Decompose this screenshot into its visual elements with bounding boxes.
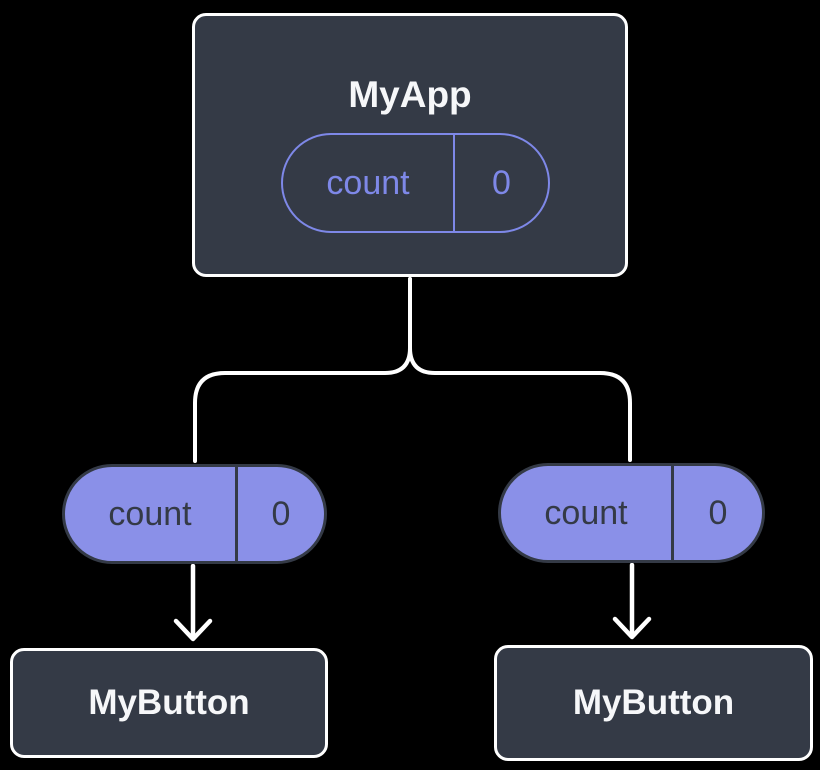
right-branch-line (408, 277, 632, 462)
left-arrowhead-icon (173, 618, 213, 642)
left-prop-pill: count 0 (62, 464, 327, 564)
node-myapp: MyApp count 0 (192, 13, 628, 277)
right-arrowhead-icon (612, 616, 652, 640)
node-mybutton-right: MyButton (494, 645, 813, 761)
pill-divider (235, 467, 238, 561)
node-mybutton-label: MyButton (572, 683, 735, 722)
pill-divider (453, 135, 455, 231)
state-name-label: count (326, 164, 410, 202)
state-value-label: 0 (492, 164, 511, 202)
node-myapp-title: MyApp (348, 74, 472, 115)
pill-divider (671, 466, 674, 560)
state-name-label: count (108, 495, 192, 533)
node-mybutton-label: MyButton (88, 683, 250, 722)
state-name-label: count (544, 494, 628, 532)
right-prop-pill: count 0 (498, 463, 765, 563)
state-value-label: 0 (708, 494, 728, 532)
node-mybutton-left: MyButton (10, 648, 328, 758)
state-value-label: 0 (271, 495, 291, 533)
left-branch-line (193, 277, 412, 463)
root-state-pill: count 0 (281, 133, 550, 233)
